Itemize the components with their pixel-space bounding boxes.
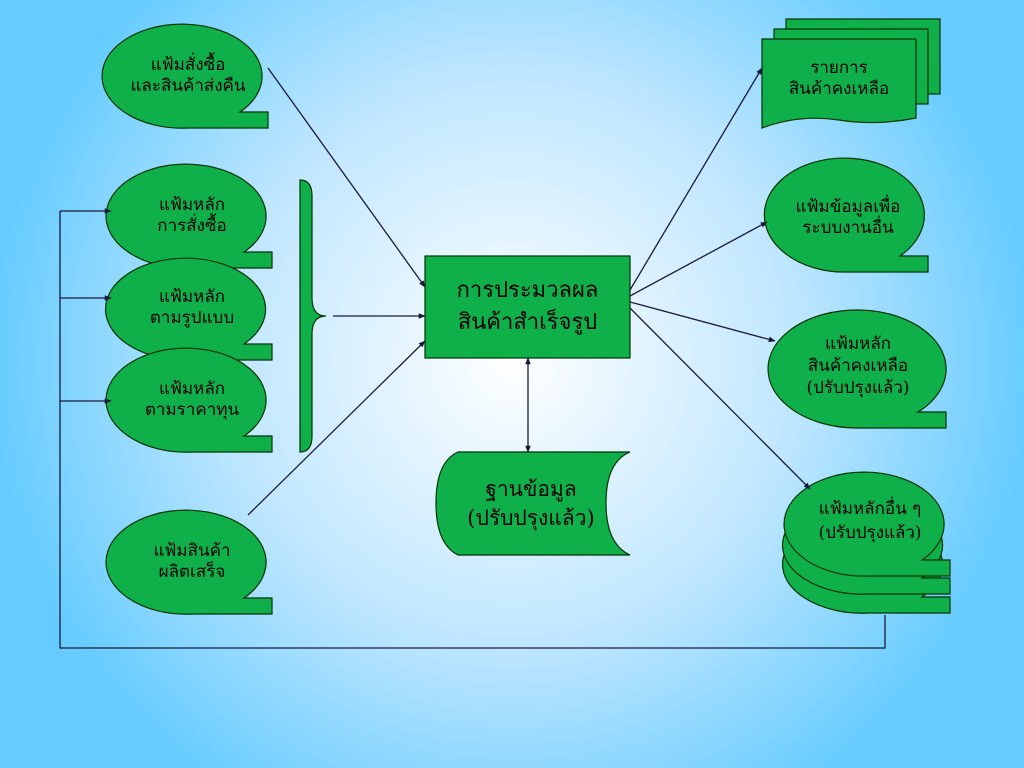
database-shape	[435, 451, 631, 556]
feedback-loop-line	[59, 211, 886, 649]
inventory-report-label: รายการ สินค้าคงเหลือ	[788, 57, 890, 99]
arrow-process-to-other-systems	[629, 221, 768, 297]
purchase-master-shape	[105, 163, 273, 269]
finished-goods-file-label: แฟ้มสินค้า ผลิตเสร็จ	[153, 540, 231, 582]
pattern-master-label: แฟ้มหลัก ตามรูปแบบ	[149, 286, 235, 328]
merge-brace	[299, 179, 327, 453]
other-systems-file-label: แฟ้มข้อมูลเพื่อ ระบบงานอื่น	[795, 196, 901, 238]
pattern-master-shape	[104, 257, 273, 361]
process-box	[424, 255, 631, 359]
database-label: ฐานข้อมูล (ปรับปรุงแล้ว)	[467, 476, 595, 530]
inventory-master-updated-label: แฟ้มหลัก สินค้าคงเหลือ (ปรับปรุงแล้ว)	[806, 333, 910, 399]
purchase-return-file-shape	[101, 23, 269, 129]
cost-master-label: แฟ้มหลัก ตามราคาทุน	[144, 378, 240, 420]
inventory-master-updated-shape	[767, 309, 947, 429]
other-masters-stack-front	[783, 471, 951, 577]
process-label: การประมวลผล สินค้าสำเร็จรูป	[456, 278, 599, 335]
arrow-process-to-report	[629, 67, 763, 291]
finished-goods-file-shape	[105, 509, 273, 615]
other-masters-updated-label: แฟ้มหลักอื่น ๆ (ปรับปรุงแล้ว)	[818, 499, 922, 543]
other-systems-file-shape	[763, 157, 929, 273]
arrow-purchase-return-to-process	[267, 67, 426, 288]
inventory-report-front-page	[761, 38, 917, 129]
arrow-finished-goods-to-process	[247, 340, 426, 516]
arrow-process-to-inventory-master	[629, 301, 776, 343]
arrow-process-to-other-masters	[629, 307, 811, 490]
cost-master-shape	[105, 347, 273, 453]
purchase-master-label: แฟ้มหลัก การสั่งซื้อ	[157, 194, 227, 236]
purchase-return-file-label: แฟ้มสั่งซื้อ และสินค้าส่งคืน	[130, 54, 246, 96]
